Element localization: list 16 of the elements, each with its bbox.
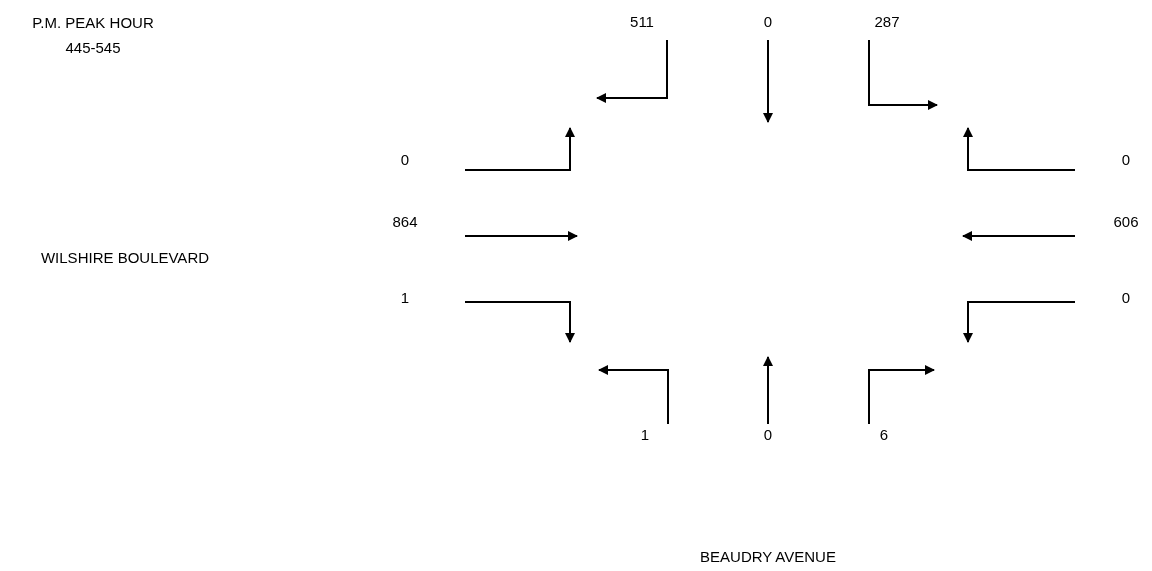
volume-number: 864 xyxy=(392,213,418,231)
volume-number: 0 xyxy=(400,151,410,169)
street-name: BEAUDRY AVENUE xyxy=(700,548,836,566)
volume-number: 1 xyxy=(400,289,410,307)
volume-number: 0 xyxy=(763,13,773,31)
period-label: P.M. PEAK HOUR xyxy=(32,14,154,32)
volume-number: 287 xyxy=(874,13,900,31)
volume-number: 0 xyxy=(763,426,773,444)
volume-number: 0 xyxy=(1121,289,1131,307)
street-name: WILSHIRE BOULEVARD xyxy=(40,249,210,267)
volume-number: 1 xyxy=(640,426,650,444)
volume-number: 445-545 xyxy=(65,39,121,57)
volume-number: 0 xyxy=(1121,151,1131,169)
volume-number: 606 xyxy=(1113,213,1139,231)
volume-number: 6 xyxy=(879,426,889,444)
volume-number: 511 xyxy=(630,13,654,31)
